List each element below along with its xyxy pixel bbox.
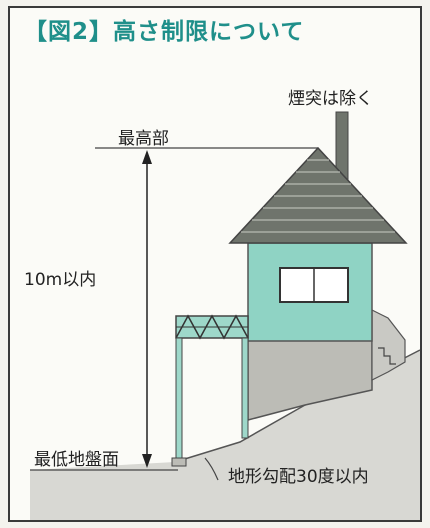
ground-slope [30,350,420,520]
deck-post [175,337,183,461]
roof-shingle-lines [241,159,395,233]
slope-label: 地形勾配30度以内 [228,467,369,487]
stair-lines [378,347,396,365]
slope-angle-arc [204,457,219,481]
side-steps [371,309,406,381]
ground-label: 最低地盤面 [34,450,119,470]
top-label: 最高部 [118,129,169,149]
height-label: 10m以内 [24,270,97,290]
deck-post [241,337,249,439]
figure-title: 【図2】高さ制限について [24,19,305,45]
chimney-label: 煙突は除く [288,89,373,109]
post-footing [171,457,187,467]
